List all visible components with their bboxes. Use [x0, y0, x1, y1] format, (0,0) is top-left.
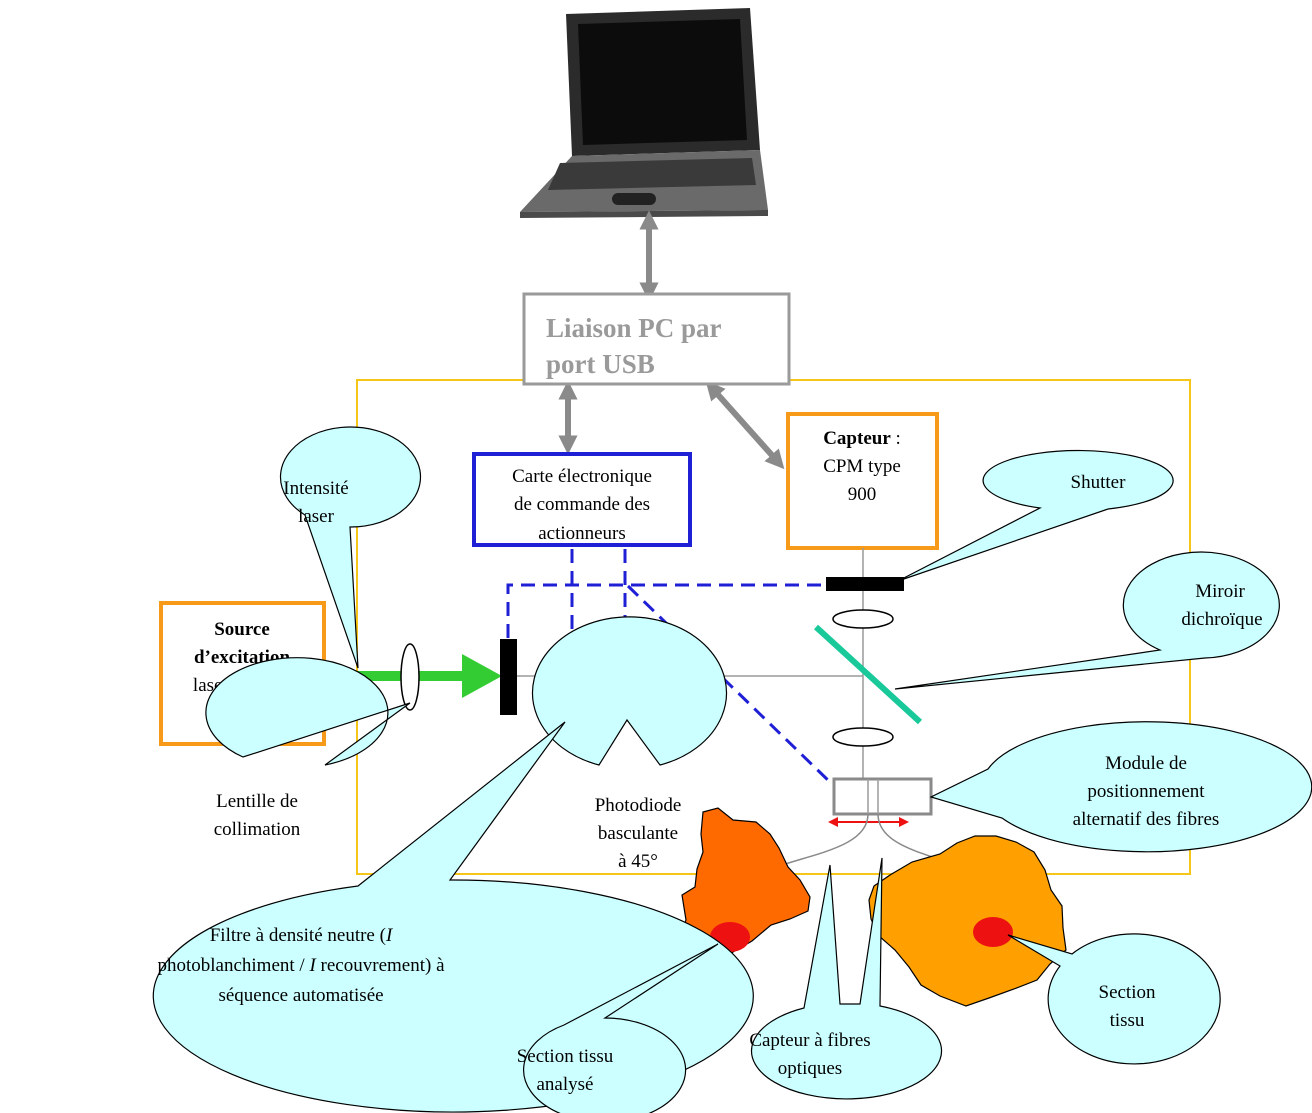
sensor-line1: Capteur : — [823, 428, 901, 449]
control-board-line2: de commande des — [514, 494, 650, 515]
fiber-positioning-module — [832, 777, 933, 816]
dichroic-mirror — [813, 624, 923, 725]
lower-detector-lens — [832, 727, 894, 747]
collimation-lens — [400, 643, 420, 711]
callout-dichroic-mirror — [894, 551, 1280, 690]
callout-tissue-analyzed-line2: analysé — [537, 1074, 594, 1095]
upper-detector-lens — [832, 609, 894, 629]
callout-tissue-analyzed-line1: Section tissu — [517, 1046, 614, 1067]
callout-tissue-line2: tissu — [1110, 1010, 1145, 1031]
beam-shutter — [500, 639, 517, 715]
control-board-line3: actionneurs — [538, 523, 626, 544]
callout-photodiode-line1: Photodiode — [595, 795, 682, 816]
callout-photodiode — [531, 616, 728, 766]
callout-fiber-sensor-line2: optiques — [778, 1058, 842, 1079]
sensor-line2: CPM type — [823, 456, 901, 477]
callout-lens-line1: Lentille de — [216, 791, 298, 812]
callout-filter-line2: photoblanchiment / I recouvrement) à — [157, 955, 445, 976]
callout-lens-line2: collimation — [214, 819, 301, 840]
callout-intensity-line2: laser — [298, 506, 335, 527]
laser-beam-arrowhead — [462, 654, 502, 698]
callout-fiber-sensor-line1: Capteur à fibres — [749, 1030, 870, 1051]
tissue-section — [868, 835, 1067, 1007]
sensor-box — [786, 412, 939, 550]
callout-fiber-sensor — [750, 857, 943, 1100]
callout-intensity-line1: Intensité — [283, 478, 348, 499]
callout-collimation-lens — [205, 657, 411, 766]
callout-mirror-line1: Miroir — [1195, 581, 1245, 602]
callout-tissue-line1: Section — [1099, 982, 1156, 1003]
callout-module-line3: alternatif des fibres — [1073, 809, 1220, 830]
tissue-spot — [973, 917, 1013, 947]
callout-photodiode-line3: à 45° — [618, 851, 658, 872]
usb-link-label-line2: port USB — [546, 349, 655, 379]
callout-intensity-laser — [279, 426, 422, 669]
callout-mirror-line2: dichroïque — [1181, 609, 1262, 630]
callout-tissue-analyzed — [523, 943, 719, 1113]
callout-shutter-line1: Shutter — [1071, 472, 1127, 493]
usb-link-arrows — [558, 210, 785, 470]
callout-module-line2: positionnement — [1087, 781, 1205, 802]
callout-shutter — [897, 449, 1174, 582]
sensor-line3: 900 — [848, 484, 877, 505]
callout-filter-line3: séquence automatisée — [218, 985, 383, 1006]
control-board-line1: Carte électronique — [512, 466, 652, 487]
usb-link-label-line1: Liaison PC par — [546, 313, 722, 343]
laptop-icon — [520, 8, 768, 218]
usb-link-box — [522, 292, 791, 386]
detector-shutter — [826, 577, 904, 591]
callout-filter-line1: Filtre à densité neutre (I — [210, 925, 394, 946]
callout-photodiode-line2: basculante — [598, 823, 678, 844]
callout-tissue — [1007, 933, 1221, 1065]
source-line1: Source — [214, 619, 270, 640]
callout-module-line1: Module de — [1105, 753, 1187, 774]
callout-positioning-module — [929, 721, 1312, 853]
